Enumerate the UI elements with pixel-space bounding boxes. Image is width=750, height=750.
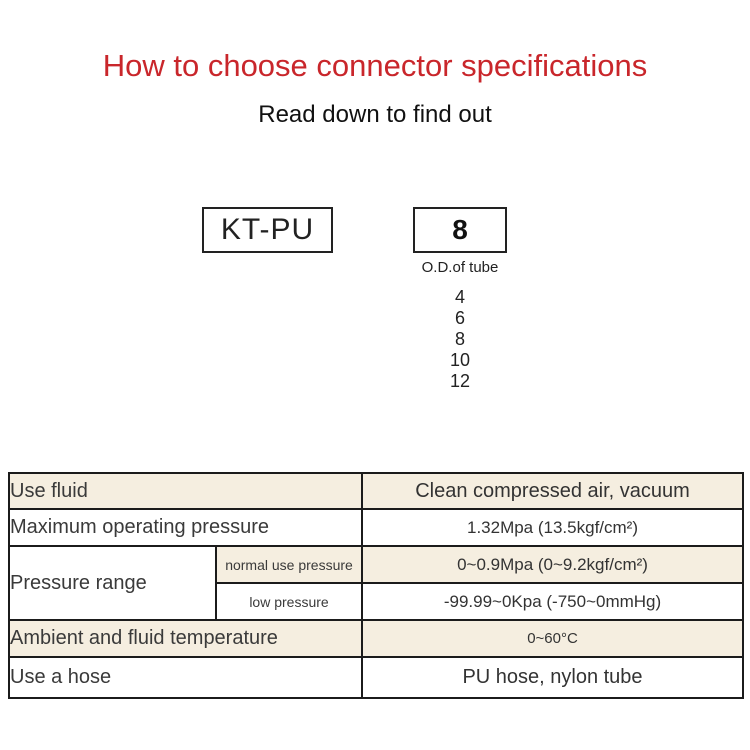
size-option: 10 xyxy=(449,350,471,370)
table-row: Maximum operating pressure 1.32Mpa (13.5… xyxy=(8,508,744,547)
size-option: 6 xyxy=(454,308,465,328)
page-subtitle: Read down to find out xyxy=(258,101,492,128)
size-options-list: 4 6 8 10 12 xyxy=(408,287,512,392)
spec-value-normal-pressure: 0~0.9Mpa (0~9.2kgf/cm²) xyxy=(361,545,744,584)
spec-table: Use fluid Clean compressed air, vacuum M… xyxy=(8,472,744,699)
spec-label-max-pressure: Maximum operating pressure xyxy=(8,508,363,547)
page-title: How to choose connector specifications xyxy=(102,48,648,83)
size-option: 12 xyxy=(449,371,471,391)
spec-value-hose: PU hose, nylon tube xyxy=(361,656,744,699)
od-of-tube-caption: O.D.of tube xyxy=(421,259,499,276)
spec-label-use-fluid: Use fluid xyxy=(8,472,363,510)
size-option: 8 xyxy=(454,329,465,349)
spec-value-use-fluid: Clean compressed air, vacuum xyxy=(361,472,744,510)
spec-value-temperature: 0~60°C xyxy=(361,619,744,658)
spec-label-pressure-range: Pressure range xyxy=(8,545,217,621)
table-row: Ambient and fluid temperature 0~60°C xyxy=(8,619,744,658)
series-code-label: KT-PU xyxy=(220,213,315,246)
spec-sublabel-normal-pressure: normal use pressure xyxy=(215,545,363,584)
table-row: Pressure range normal use pressure 0~0.9… xyxy=(8,545,744,621)
spec-sublabel-low-pressure: low pressure xyxy=(215,582,363,621)
size-code-label: 8 xyxy=(452,214,468,245)
spec-label-hose: Use a hose xyxy=(8,656,363,699)
spec-value-max-pressure: 1.32Mpa (13.5kgf/cm²) xyxy=(361,508,744,547)
table-row: Use a hose PU hose, nylon tube xyxy=(8,656,744,699)
series-code-box: KT-PU xyxy=(202,207,333,253)
table-row: Use fluid Clean compressed air, vacuum xyxy=(8,472,744,510)
spec-label-temperature: Ambient and fluid temperature xyxy=(8,619,363,658)
size-option: 4 xyxy=(454,287,465,307)
size-code-box: 8 xyxy=(413,207,507,253)
table-row: low pressure -99.99~0Kpa (-750~0mmHg) xyxy=(9,582,744,621)
spec-value-low-pressure: -99.99~0Kpa (-750~0mmHg) xyxy=(361,582,744,621)
